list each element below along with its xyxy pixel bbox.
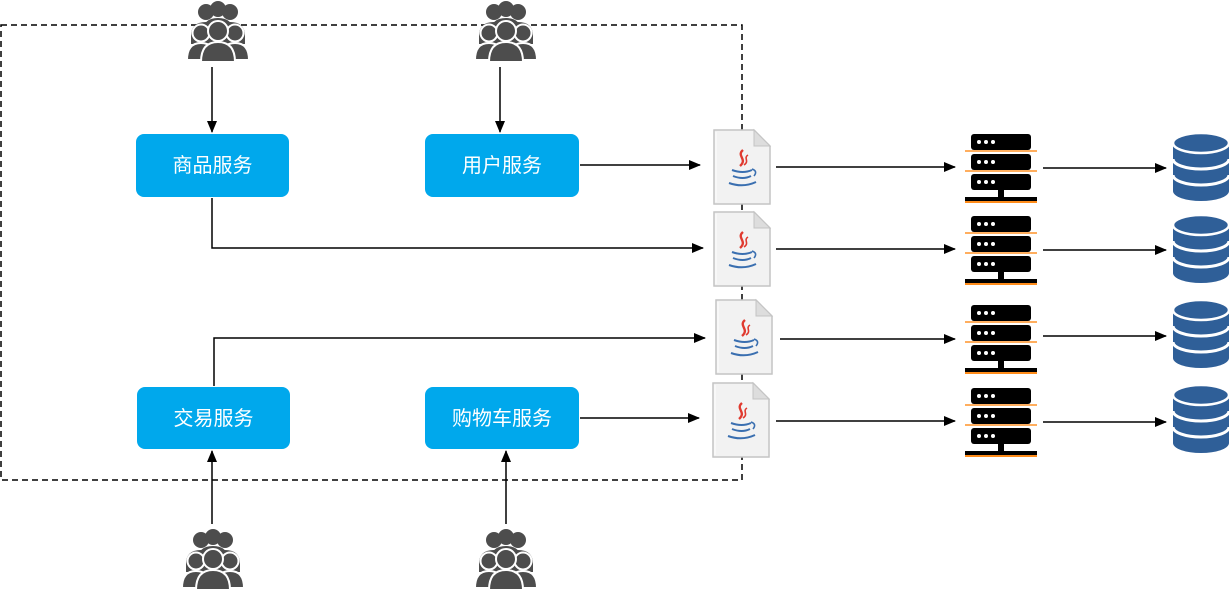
users-icon — [181, 528, 245, 590]
java-file-icon — [712, 210, 772, 288]
service-label: 商品服务 — [173, 153, 253, 177]
java-file-icon — [714, 298, 774, 376]
java-file-icon — [712, 128, 772, 206]
service-product[interactable]: 商品服务 — [136, 134, 289, 197]
users-icon — [186, 0, 250, 62]
service-label: 购物车服务 — [452, 406, 552, 430]
service-cart[interactable]: 购物车服务 — [425, 387, 579, 449]
database-icon — [1171, 213, 1231, 285]
server-icon — [965, 388, 1037, 457]
database-icon — [1171, 131, 1231, 203]
users-icon — [474, 528, 538, 590]
users-icon — [474, 0, 538, 62]
server-icon — [965, 216, 1037, 285]
service-user[interactable]: 用户服务 — [425, 134, 579, 197]
service-boundary — [0, 24, 743, 481]
server-icon — [965, 134, 1037, 203]
server-icon — [965, 305, 1037, 374]
service-label: 交易服务 — [174, 406, 254, 430]
arrow — [213, 333, 706, 386]
service-label: 用户服务 — [462, 153, 542, 177]
java-file-icon — [711, 381, 771, 459]
database-icon — [1171, 383, 1231, 455]
service-trade[interactable]: 交易服务 — [137, 387, 290, 449]
database-icon — [1171, 298, 1231, 370]
arrow — [211, 198, 704, 253]
